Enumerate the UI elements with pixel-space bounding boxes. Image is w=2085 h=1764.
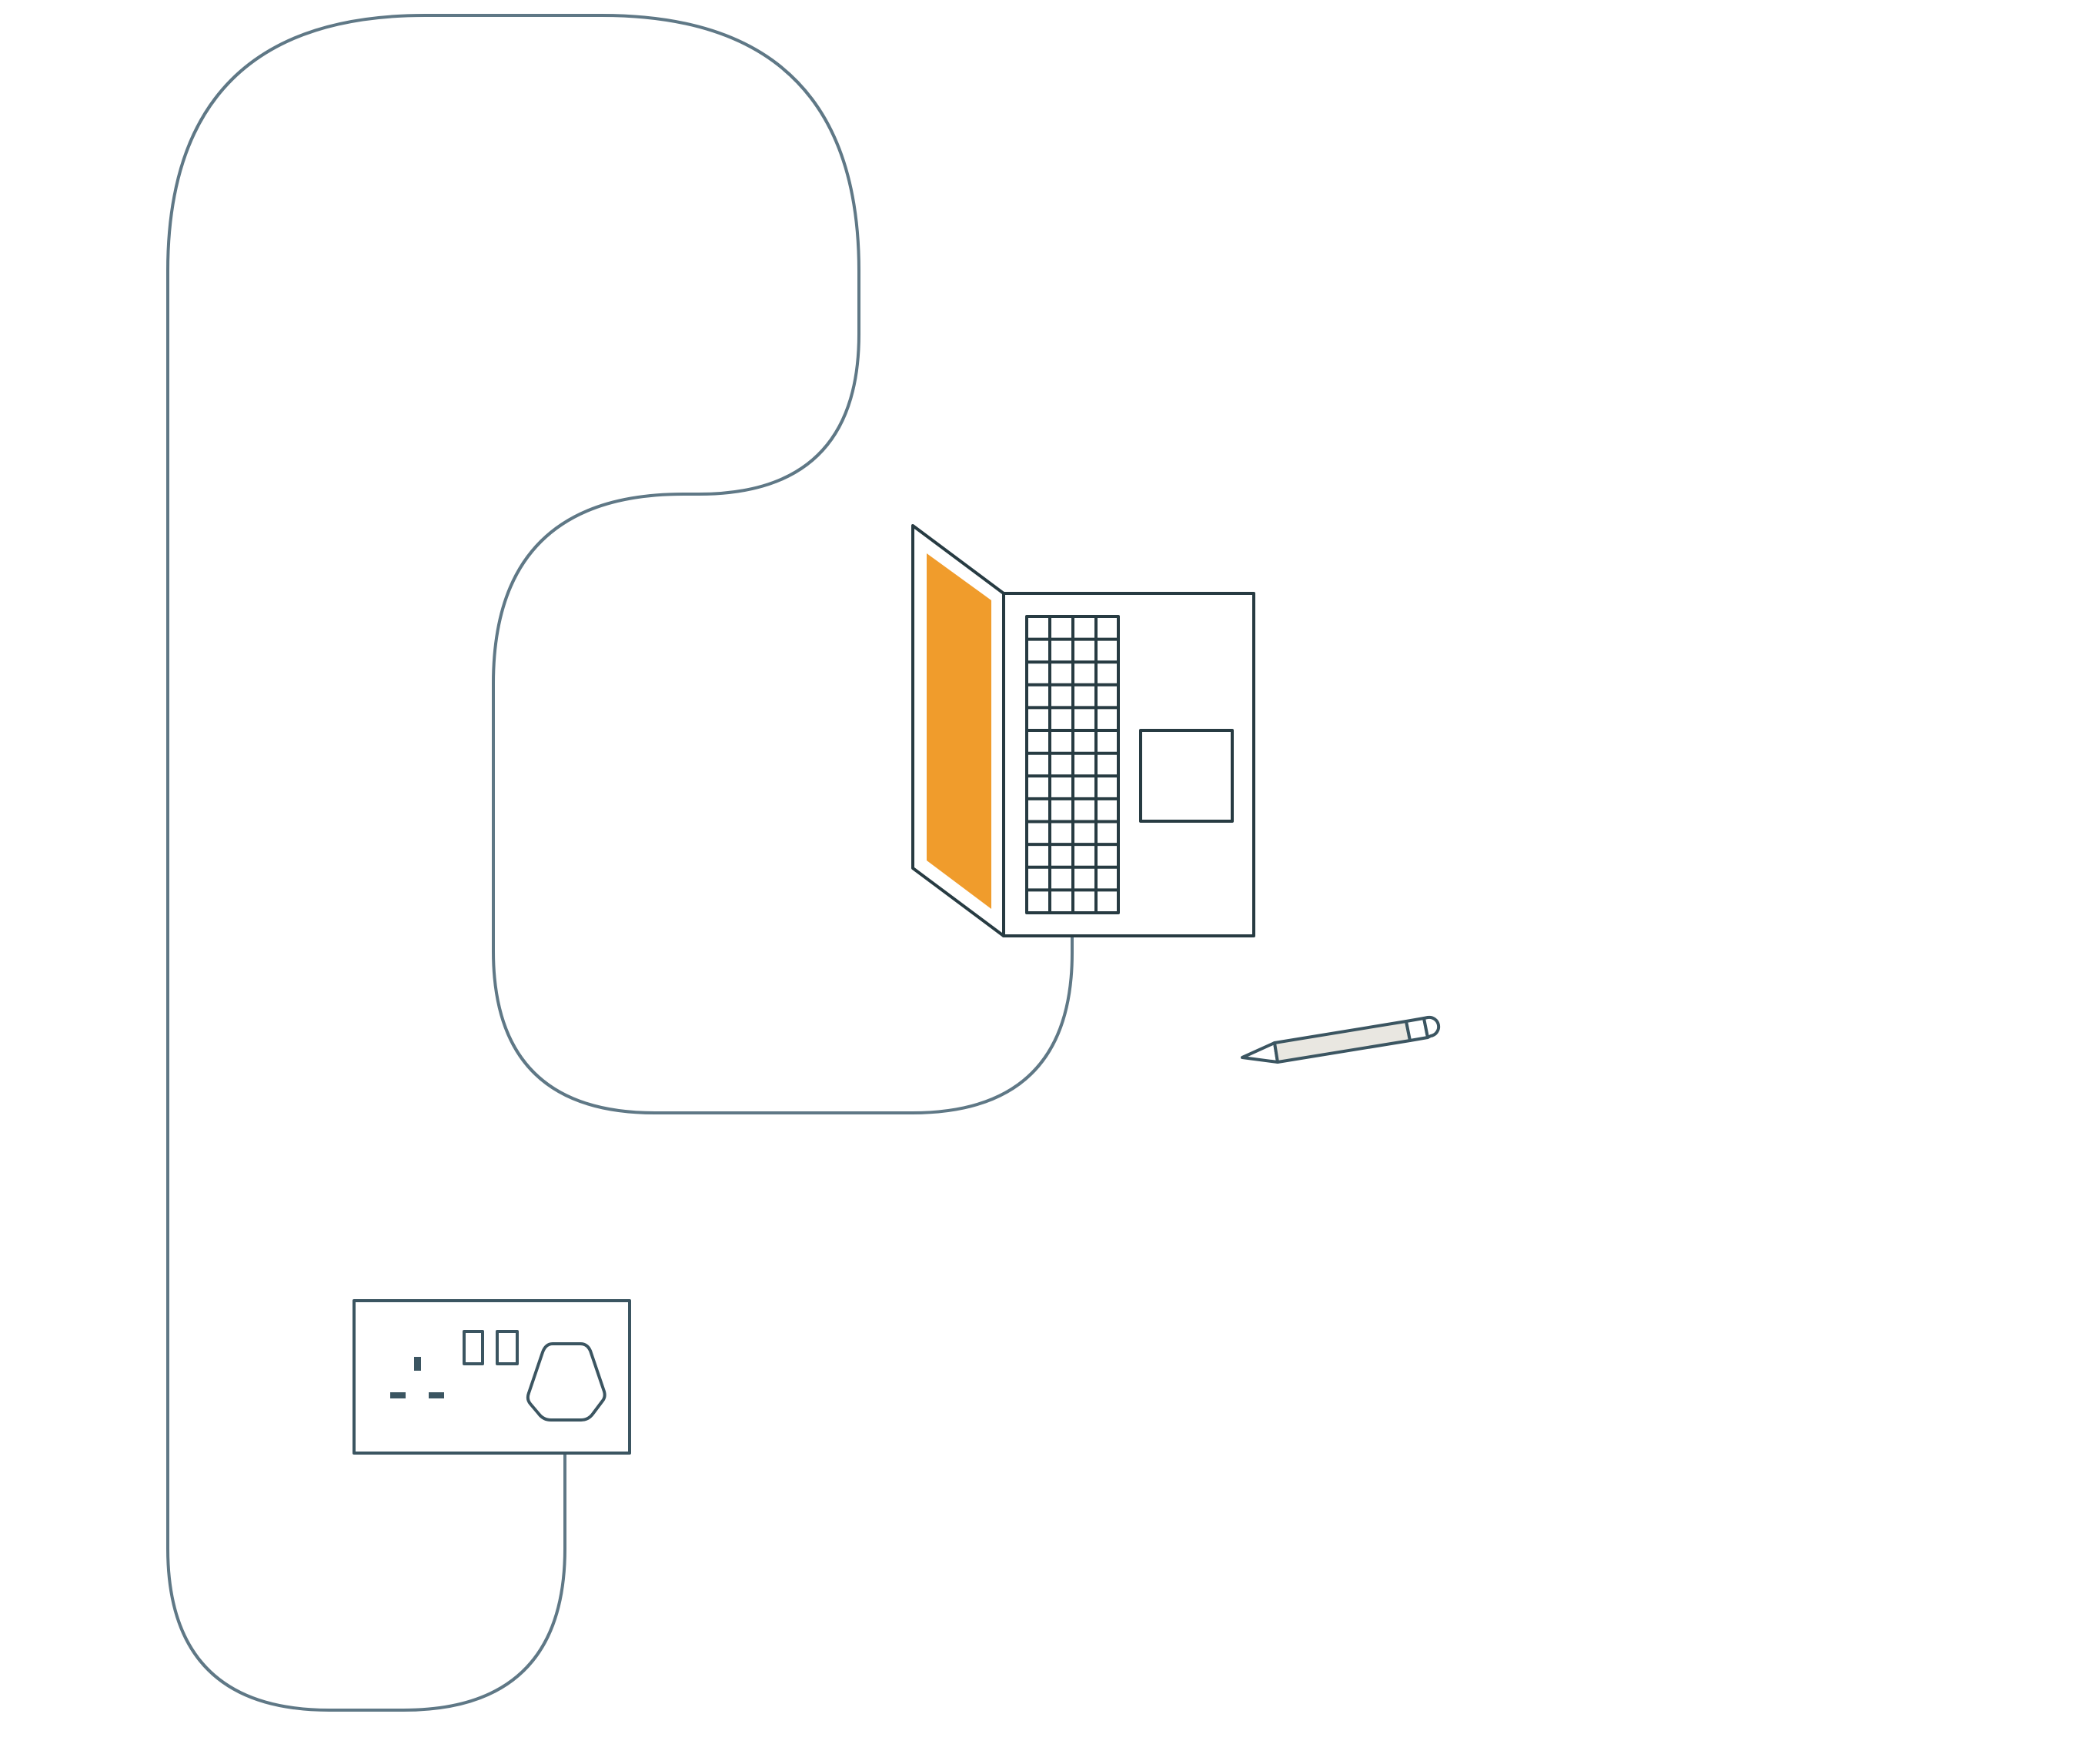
socket-switch-left — [463, 1330, 484, 1365]
pencil-icon — [1241, 1015, 1441, 1064]
power-cable-icon — [166, 14, 1074, 1712]
laptop-screen-icon — [927, 553, 991, 909]
plug-icon — [526, 1342, 606, 1422]
laptop-base — [1002, 592, 1255, 937]
wall-socket-icon — [353, 1299, 631, 1455]
socket-switch-right — [496, 1330, 519, 1365]
touchpad-icon — [1139, 729, 1234, 823]
socket-hole-earth — [414, 1357, 421, 1371]
socket-hole-left — [390, 1392, 406, 1398]
socket-hole-right — [429, 1392, 444, 1398]
laptop-icon — [911, 524, 1255, 937]
keyboard-icon — [1025, 615, 1120, 914]
pencil-eraser — [1422, 1015, 1441, 1039]
